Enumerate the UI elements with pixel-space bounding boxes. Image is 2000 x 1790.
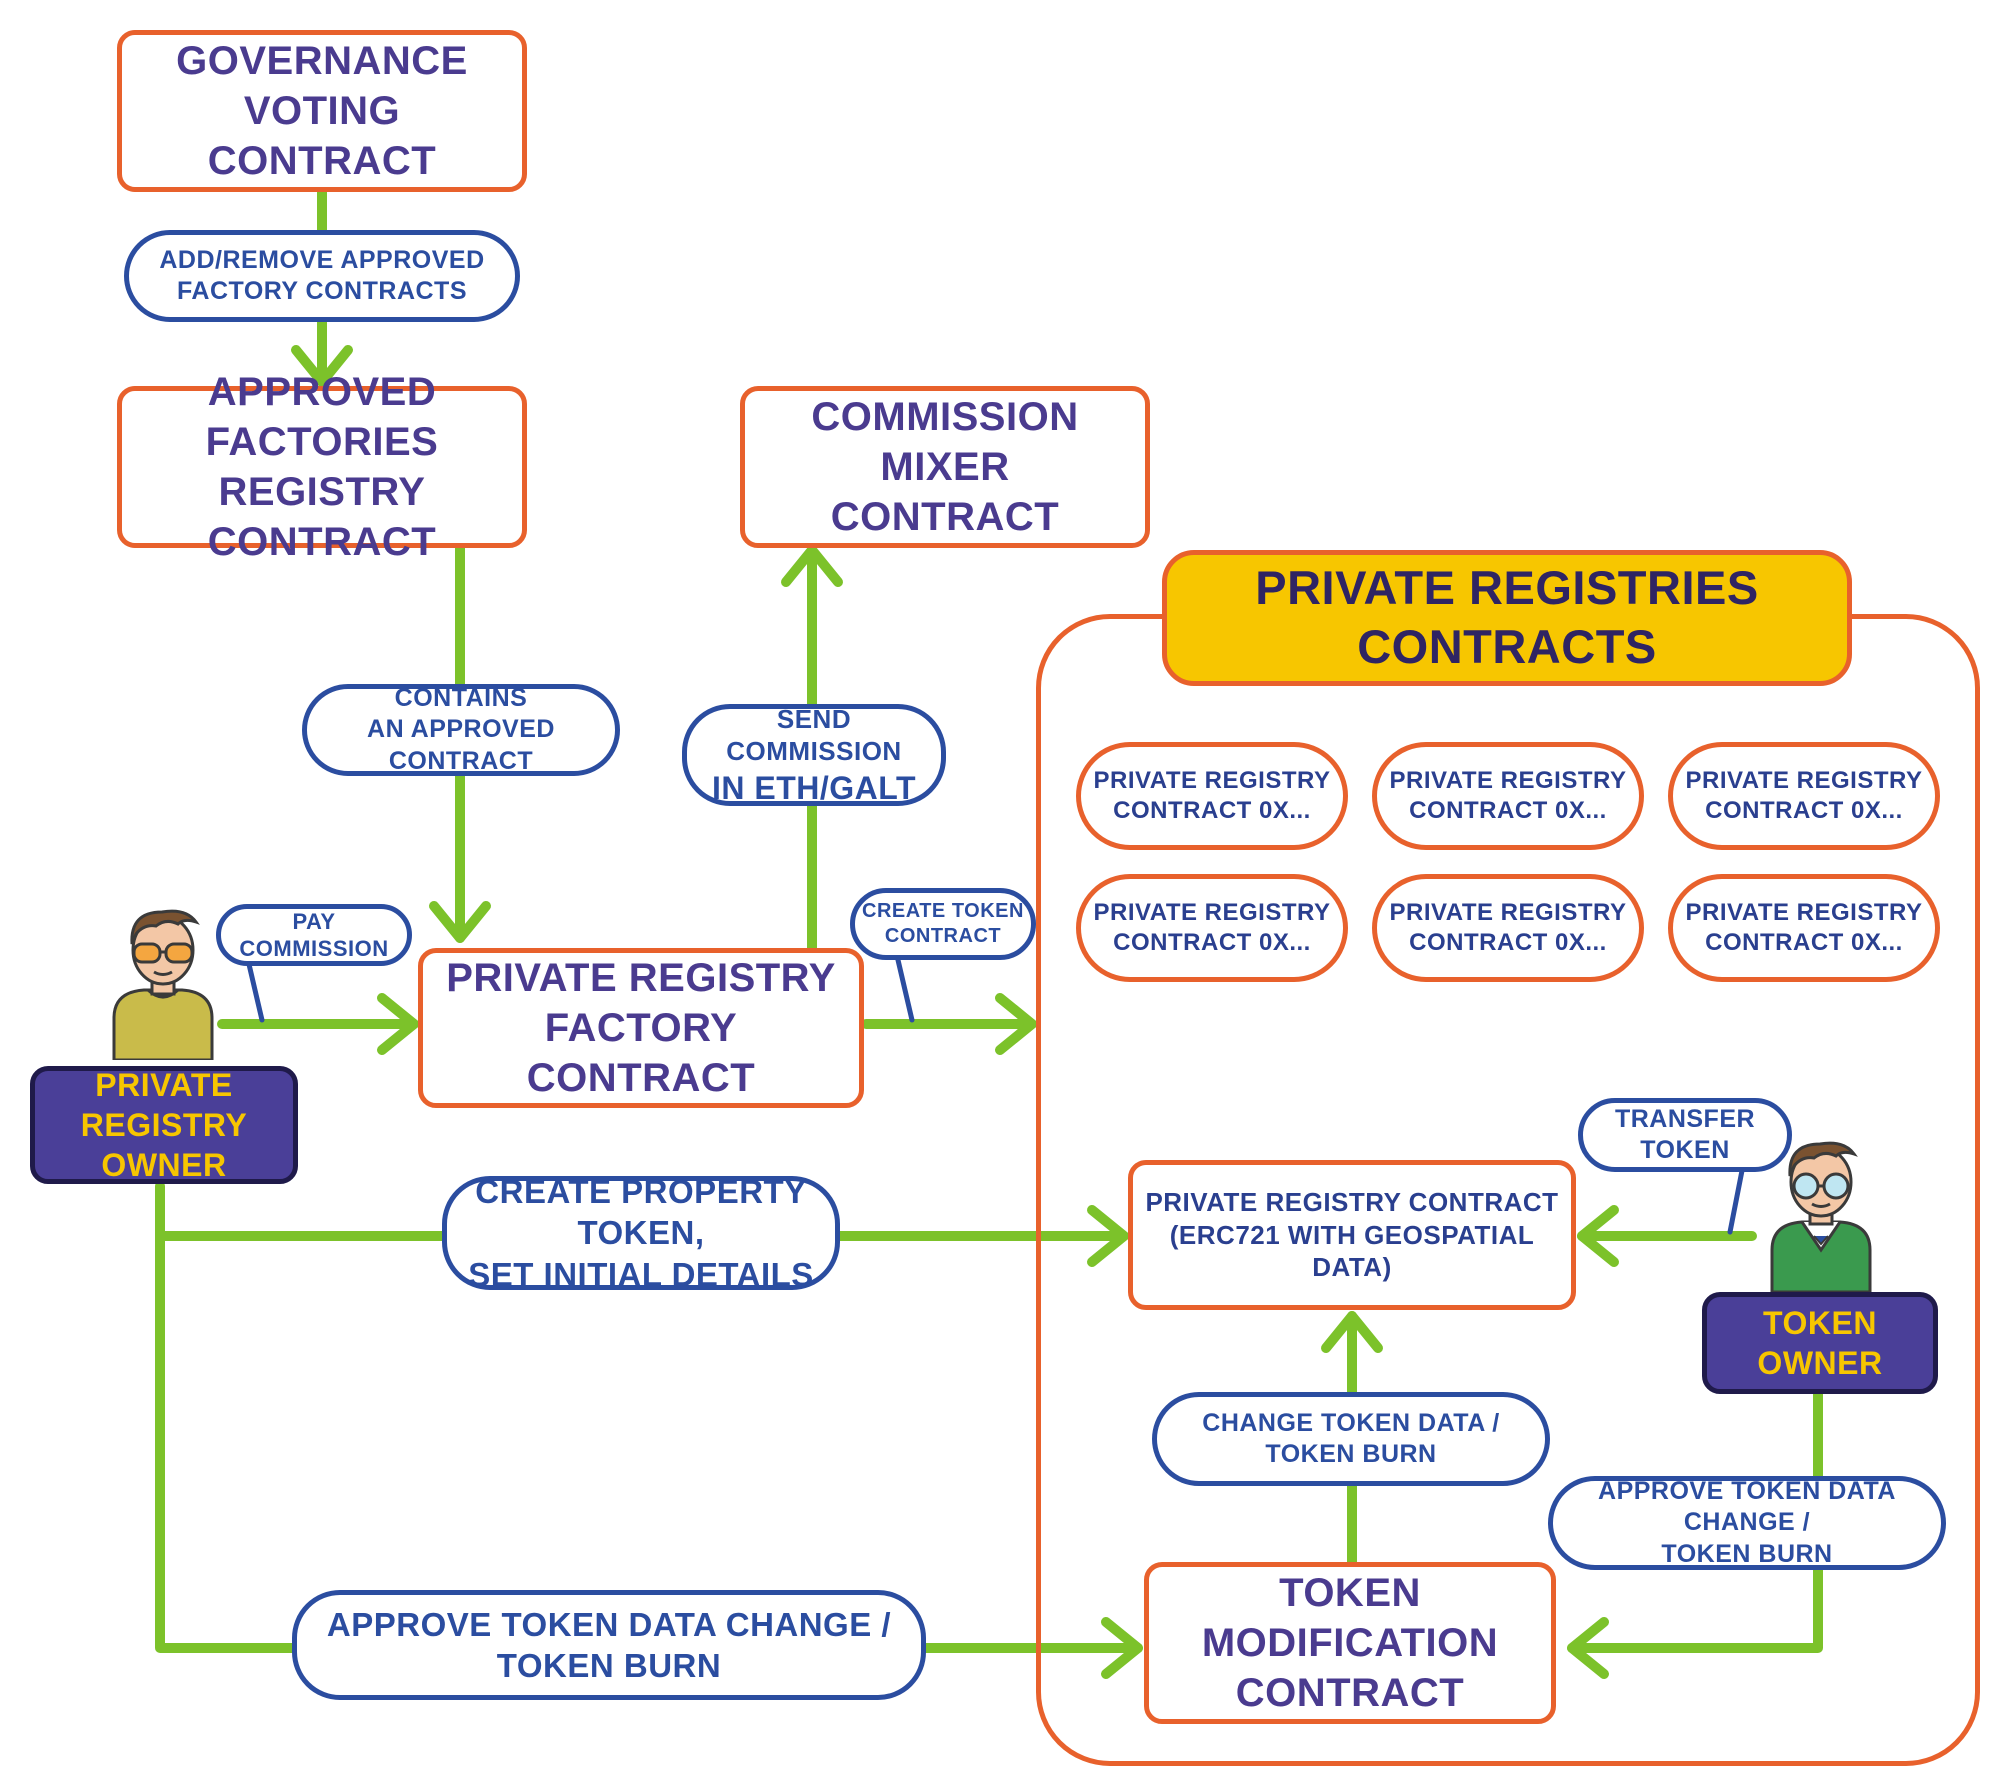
add-remove-approved-label-line-2: FACTORY CONTRACTS (177, 277, 467, 305)
private-registry-owner-avatar-icon (112, 909, 214, 1060)
pay-commission-label-text: PAY COMMISSION (239, 908, 389, 962)
add-remove-approved-label-line-1: ADD/REMOVE APPROVED (159, 245, 485, 274)
arrowhead-tokenowner-to-modification (1567, 1617, 1609, 1679)
arrowhead-owner-to-private-registry (1087, 1205, 1129, 1267)
arrowhead-owner-to-modification (1101, 1617, 1143, 1679)
contains-approved-contract-label-line-1: CONTAINS (394, 684, 528, 713)
approved-factories-registry-contract-line-1: APPROVED FACTORIES (205, 370, 439, 464)
transfer-token-label: TRANSFER TOKEN (1578, 1098, 1792, 1172)
pay-commission-label: PAY COMMISSION (216, 904, 412, 966)
private-registry-item-line-1: PRIVATE REGISTRY (1389, 767, 1627, 794)
private-registry-item-line-2: CONTRACT 0x... (1113, 797, 1311, 824)
arrowhead-governance-to-registry (291, 345, 353, 387)
approved-factories-registry-contract: APPROVED FACTORIES REGISTRY CONTRACT (117, 370, 527, 564)
change-token-data-label-line-2: TOKEN BURN (1265, 1440, 1437, 1468)
arrowhead-registry-to-factory (429, 901, 491, 943)
create-token-contract-label: CREATE TOKEN CONTRACT (850, 888, 1036, 960)
contains-approved-contract-label: CONTAINS AN APPROVED CONTRACT (302, 684, 620, 776)
private-registry-erc721-contract: PRIVATE REGISTRY CONTRACT (ERC721 WITH G… (1128, 1160, 1576, 1310)
private-registry-item-line-1: PRIVATE REGISTRY (1093, 767, 1331, 794)
private-registry-owner-badge: PRIVATE REGISTRY OWNER (30, 1066, 298, 1184)
commission-mixer-contract: COMMISSION MIXER CONTRACT (740, 386, 1150, 548)
private-registries-group-title: PRIVATE REGISTRIES CONTRACTS (1162, 550, 1852, 686)
approve-token-data-change-label-text: APPROVE TOKEN DATA CHANGE / TOKEN BURN (326, 1605, 892, 1684)
token-modification-contract: TOKEN MODIFICATION CONTRACT (1144, 1562, 1556, 1724)
private-registry-item-line-2: CONTRACT 0x... (1705, 929, 1903, 956)
private-registry-item-line-2: CONTRACT 0x... (1705, 797, 1903, 824)
arrowhead-modification-to-private-registry (1321, 1311, 1383, 1353)
contains-approved-contract-label-line-2: AN APPROVED CONTRACT (367, 715, 555, 775)
token-owner-badge-text: TOKEN OWNER (1757, 1305, 1883, 1381)
private-registry-item-line-1: PRIVATE REGISTRY (1093, 899, 1331, 926)
callout-create-token-contract (895, 957, 915, 1023)
approve-token-data-change-owner-label: APPROVE TOKEN DATA CHANGE / TOKEN BURN (1548, 1476, 1946, 1570)
private-registry-item: PRIVATE REGISTRY CONTRACT 0x... (1372, 874, 1644, 982)
token-owner-avatar-icon (1770, 1141, 1872, 1292)
commission-mixer-contract-line-1: COMMISSION MIXER (811, 395, 1079, 489)
private-registry-item-line-2: CONTRACT 0x... (1113, 929, 1311, 956)
arrowhead-factory-to-group (995, 993, 1037, 1055)
change-token-data-label-line-1: CHANGE TOKEN DATA / (1202, 1408, 1500, 1437)
governance-voting-contract-line-2: CONTRACT (207, 139, 437, 183)
private-registry-item-line-2: CONTRACT 0x... (1409, 797, 1607, 824)
commission-mixer-contract-line-2: CONTRACT (830, 495, 1060, 539)
create-property-token-label-line-1: CREATE PROPERTY TOKEN, (475, 1173, 807, 1252)
callout-pay-commission (245, 957, 265, 1023)
arrowhead-factory-to-mixer (781, 545, 843, 587)
send-commission-label: SEND COMMISSION IN ETH/GALT (682, 704, 946, 806)
create-token-contract-label-line-2: CONTRACT (884, 925, 1002, 947)
private-registry-item: PRIVATE REGISTRY CONTRACT 0x... (1668, 874, 1940, 982)
add-remove-approved-label: ADD/REMOVE APPROVED FACTORY CONTRACTS (124, 230, 520, 322)
private-registry-item-line-1: PRIVATE REGISTRY (1685, 767, 1923, 794)
transfer-token-label-text: TRANSFER TOKEN (1614, 1104, 1756, 1164)
arrowhead-owner-to-factory (377, 993, 419, 1055)
private-registry-item: PRIVATE REGISTRY CONTRACT 0x... (1372, 742, 1644, 850)
private-registry-owner-line-1: PRIVATE REGISTRY (80, 1067, 248, 1143)
private-registry-erc721-contract-line-1: PRIVATE REGISTRY CONTRACT (1145, 1187, 1559, 1218)
private-registry-factory-contract-line-2: CONTRACT (526, 1056, 756, 1100)
private-registry-item-line-2: CONTRACT 0x... (1409, 929, 1607, 956)
private-registry-item: PRIVATE REGISTRY CONTRACT 0x... (1076, 874, 1348, 982)
change-token-data-label: CHANGE TOKEN DATA / TOKEN BURN (1152, 1392, 1550, 1486)
approved-factories-registry-contract-line-2: REGISTRY CONTRACT (207, 470, 437, 564)
send-commission-label-line-2: IN ETH/GALT (712, 769, 916, 806)
create-property-token-label-line-2: SET INITIAL DETAILS (468, 1255, 814, 1293)
approve-token-data-change-owner-label-line-1: APPROVE TOKEN DATA CHANGE / (1598, 1477, 1896, 1537)
private-registry-item: PRIVATE REGISTRY CONTRACT 0x... (1076, 742, 1348, 850)
private-registry-item: PRIVATE REGISTRY CONTRACT 0x... (1668, 742, 1940, 850)
approve-token-data-change-label: APPROVE TOKEN DATA CHANGE / TOKEN BURN (292, 1590, 926, 1700)
governance-voting-contract: GOVERNANCE VOTING CONTRACT (117, 30, 527, 192)
token-owner-badge: TOKEN OWNER (1702, 1292, 1938, 1394)
private-registry-item-line-1: PRIVATE REGISTRY (1685, 899, 1923, 926)
private-registry-factory-contract: PRIVATE REGISTRY FACTORY CONTRACT (418, 948, 864, 1108)
private-registry-factory-contract-line-1: PRIVATE REGISTRY FACTORY (446, 956, 836, 1050)
private-registries-group-title-text: PRIVATE REGISTRIES CONTRACTS (1255, 561, 1759, 673)
arrowhead-tokenowner-to-private-registry (1577, 1205, 1619, 1267)
create-token-contract-label-line-1: CREATE TOKEN (862, 900, 1024, 922)
private-registry-erc721-contract-line-2: (ERC721 WITH GEOSPATIAL DATA) (1169, 1219, 1535, 1283)
create-property-token-label: CREATE PROPERTY TOKEN, SET INITIAL DETAI… (442, 1173, 840, 1293)
send-commission-label-line-1: SEND COMMISSION (726, 703, 902, 767)
private-registry-owner-line-2: OWNER (101, 1147, 227, 1183)
token-modification-contract-line-1: TOKEN MODIFICATION (1201, 1571, 1499, 1665)
approve-token-data-change-owner-label-line-2: TOKEN BURN (1661, 1539, 1833, 1568)
token-modification-contract-line-2: CONTRACT (1235, 1671, 1465, 1715)
private-registry-item-line-1: PRIVATE REGISTRY (1389, 899, 1627, 926)
governance-voting-contract-line-1: GOVERNANCE VOTING (176, 39, 468, 133)
